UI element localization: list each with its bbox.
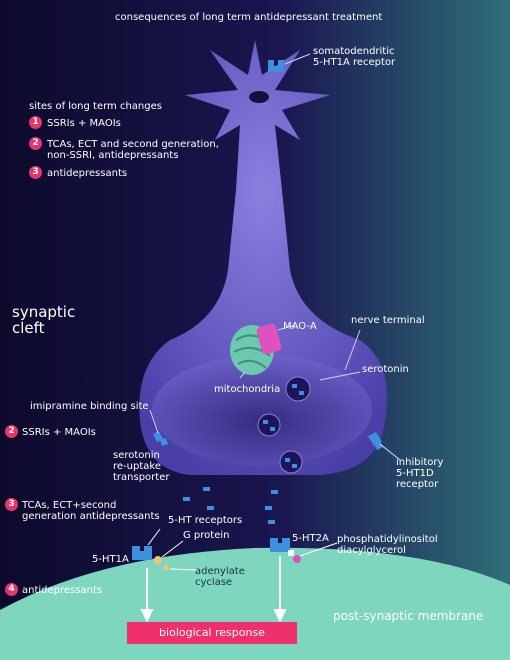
site-4-label: antidepressants (22, 585, 103, 596)
vesicle (285, 376, 311, 402)
legend-badge-2: 2 (29, 137, 42, 150)
label-5ht2a: 5-HT2A (292, 533, 329, 544)
label-reuptake-1: serotonin (113, 450, 160, 461)
label-5ht1a: 5-HT1A (92, 554, 129, 565)
label-phospho-2: diacylglycerol (337, 545, 406, 556)
label-synaptic: synaptic (12, 303, 76, 321)
label-inhibitory-2: 5-HT1D (396, 468, 434, 479)
label-nerve-terminal: nerve terminal (351, 315, 425, 326)
phospho-shape (293, 555, 301, 563)
adenylate-cyclase (163, 565, 169, 571)
label-mao-a: MAO-A (283, 321, 317, 332)
label-imipramine: imipramine binding site (30, 401, 149, 412)
label-inhibitory-3: receptor (396, 479, 439, 490)
site-badge-2: 2 (5, 425, 18, 438)
label-reuptake-2: re-uptake (113, 461, 161, 472)
label-reuptake-3: transporter (113, 472, 170, 483)
legend-item-2-cont: non-SSRI, antidepressants (47, 150, 179, 161)
legend-item-2: TCAs, ECT and second generation, (47, 139, 219, 150)
label-somatodendritic-receptor: 5-HT1A receptor (313, 57, 396, 68)
label-5ht-receptors: 5-HT receptors (168, 515, 243, 526)
legend-item-3: antidepressants (47, 168, 128, 179)
legend-item-1: SSRIs + MAOIs (47, 118, 121, 129)
biological-response-box: biological response (127, 622, 297, 644)
vesicle (279, 450, 303, 474)
label-adenylate-2: cyclase (195, 577, 233, 588)
legend-badge-3: 3 (29, 166, 42, 179)
somatodendritic-receptor (268, 60, 284, 72)
reuptake-transporter (153, 431, 168, 446)
inhibitory-receptor (368, 432, 383, 450)
g-protein (154, 556, 162, 564)
label-inhibitory-1: inhibitory (396, 457, 444, 468)
mao-a-shape (256, 323, 282, 355)
5-ht2a-receptor (270, 538, 290, 552)
vesicle (257, 413, 281, 437)
label-somatodendritic: somatodendritic (313, 46, 395, 57)
g-protein-2a (288, 550, 294, 556)
sites-heading: sites of long term changes (29, 101, 162, 112)
diagram-title: consequences of long term antidepressant… (115, 12, 383, 23)
5-ht1a-receptor (132, 546, 152, 560)
label-post-synaptic-membrane: post-synaptic membrane (333, 609, 484, 623)
site-badge-4: 4 (5, 583, 18, 596)
label-g-protein: G protein (183, 530, 230, 541)
nucleus (249, 91, 269, 103)
site-2-label: SSRIs + MAOIs (22, 427, 96, 438)
site-badge-3: 3 (5, 498, 18, 511)
site-3-label-1: TCAs, ECT+second (22, 500, 117, 511)
label-mitochondria: mitochondria (214, 384, 281, 395)
label-adenylate-1: adenylate (195, 566, 245, 577)
site-3-label-2: generation antidepressants (22, 511, 160, 522)
label-serotonin: serotonin (362, 364, 409, 375)
terminal-interior (152, 355, 372, 465)
label-cleft: cleft (12, 319, 45, 337)
legend-badge-1: 1 (29, 116, 42, 129)
label-phospho-1: phosphatidylinositol (337, 534, 438, 545)
